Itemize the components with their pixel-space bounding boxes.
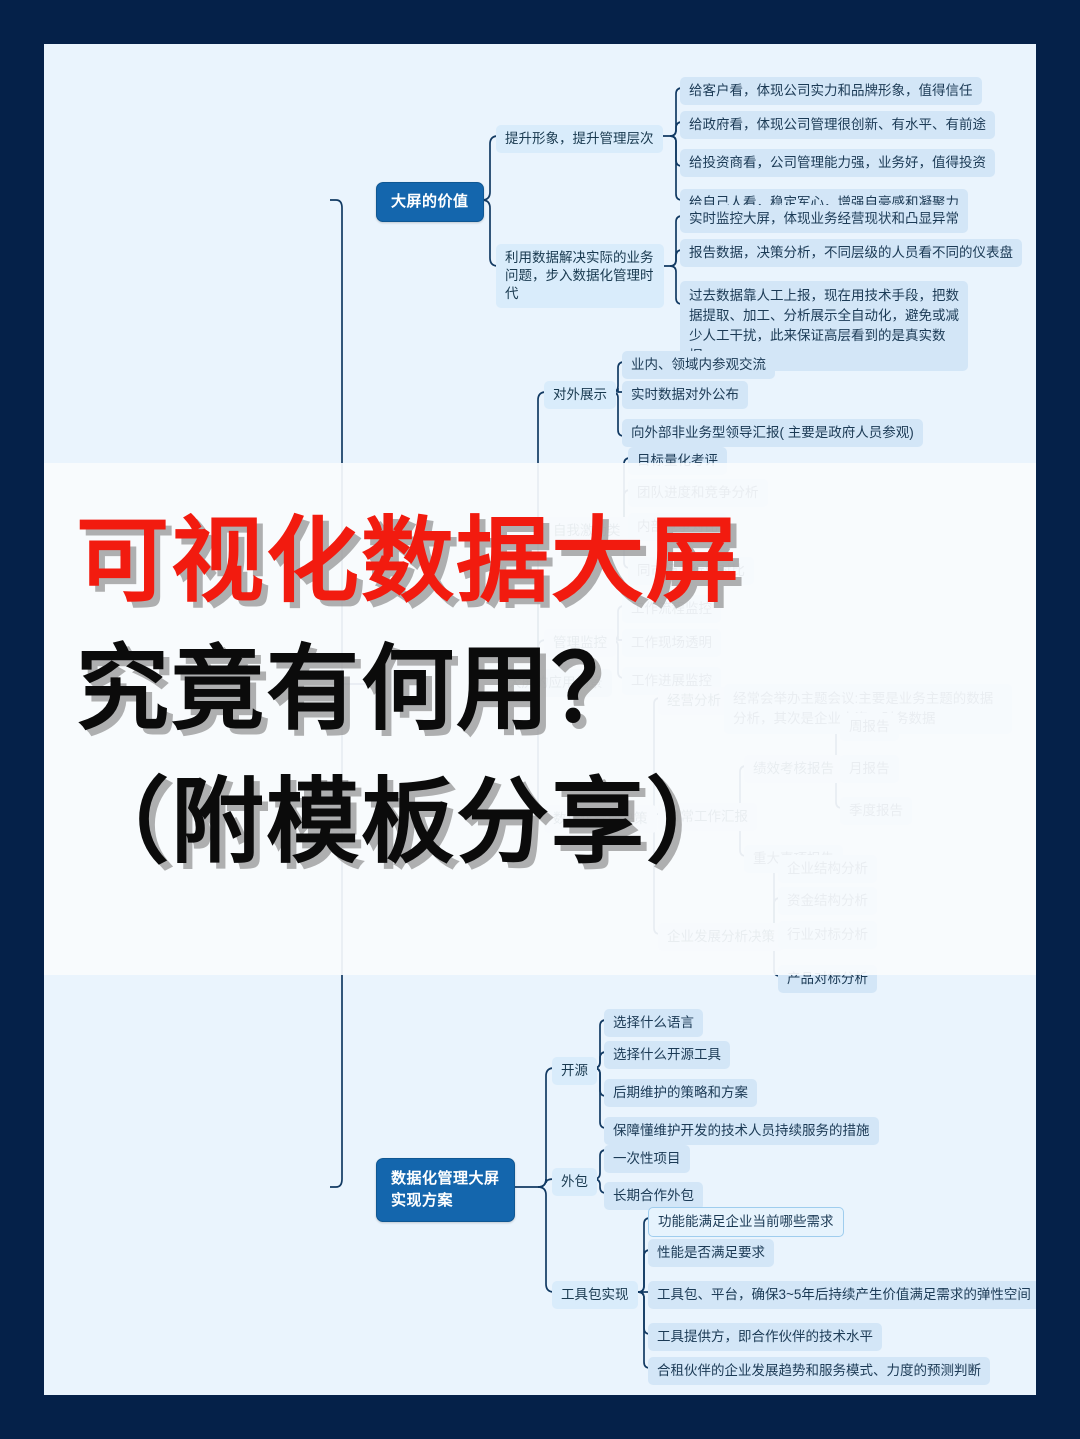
root-node-value[interactable]: 大屏的价值: [376, 182, 484, 222]
leaf-node[interactable]: 一次性项目: [604, 1145, 690, 1173]
leaf-node[interactable]: 工具提供方，即合作伙伴的技术水平: [648, 1323, 882, 1351]
leaf-node[interactable]: 合租伙伴的企业发展趋势和服务模式、力度的预测判断: [648, 1357, 990, 1385]
leaf-node[interactable]: 工具包、平台，确保3~5年后持续产生价值满足需求的弹性空间: [648, 1281, 1036, 1309]
leaf-node[interactable]: 功能能满足企业当前哪些需求: [648, 1207, 844, 1237]
group-node-opensource[interactable]: 开源: [552, 1057, 597, 1085]
leaf-node[interactable]: 报告数据，决策分析，不同层级的人员看不同的仪表盘: [680, 239, 1022, 267]
group-node-toolkit[interactable]: 工具包实现: [552, 1281, 638, 1309]
leaf-node[interactable]: 后期维护的策略和方案: [604, 1079, 757, 1107]
leaf-node[interactable]: 长期合作外包: [604, 1182, 703, 1210]
poster-canvas: 大屏的价值 提升形象，提升管理层次 利用数据解决实际的业务问题，步入数据化管理时…: [44, 44, 1036, 1395]
leaf-node[interactable]: 给客户看，体现公司实力和品牌形象，值得信任: [680, 77, 982, 105]
leaf-node[interactable]: 给投资商看，公司管理能力强，业务好，值得投资: [680, 149, 995, 177]
group-node-image[interactable]: 提升形象，提升管理层次: [496, 125, 663, 153]
root-node-implementation[interactable]: 数据化管理大屏 实现方案: [376, 1158, 515, 1222]
root-node-implementation-line2: 实现方案: [391, 1192, 454, 1209]
leaf-node[interactable]: 业内、领域内参观交流: [622, 351, 775, 379]
group-node-outsourcing[interactable]: 外包: [552, 1168, 597, 1196]
title-wash-band: [44, 463, 1036, 975]
leaf-node[interactable]: 选择什么语言: [604, 1009, 703, 1037]
leaf-node[interactable]: 向外部非业务型领导汇报( 主要是政府人员参观): [622, 419, 923, 447]
group-node-external-display[interactable]: 对外展示: [544, 381, 616, 409]
group-node-data-solve[interactable]: 利用数据解决实际的业务问题，步入数据化管理时代: [496, 244, 664, 308]
leaf-node[interactable]: 选择什么开源工具: [604, 1041, 730, 1069]
leaf-node[interactable]: 实时监控大屏，体现业务经营现状和凸显异常: [680, 205, 968, 233]
root-node-implementation-line1: 数据化管理大屏: [391, 1170, 500, 1187]
leaf-node[interactable]: 实时数据对外公布: [622, 381, 748, 409]
leaf-node[interactable]: 保障懂维护开发的技术人员持续服务的措施: [604, 1117, 879, 1145]
leaf-node[interactable]: 性能是否满足要求: [648, 1239, 774, 1267]
leaf-node[interactable]: 给政府看，体现公司管理很创新、有水平、有前途: [680, 111, 995, 139]
